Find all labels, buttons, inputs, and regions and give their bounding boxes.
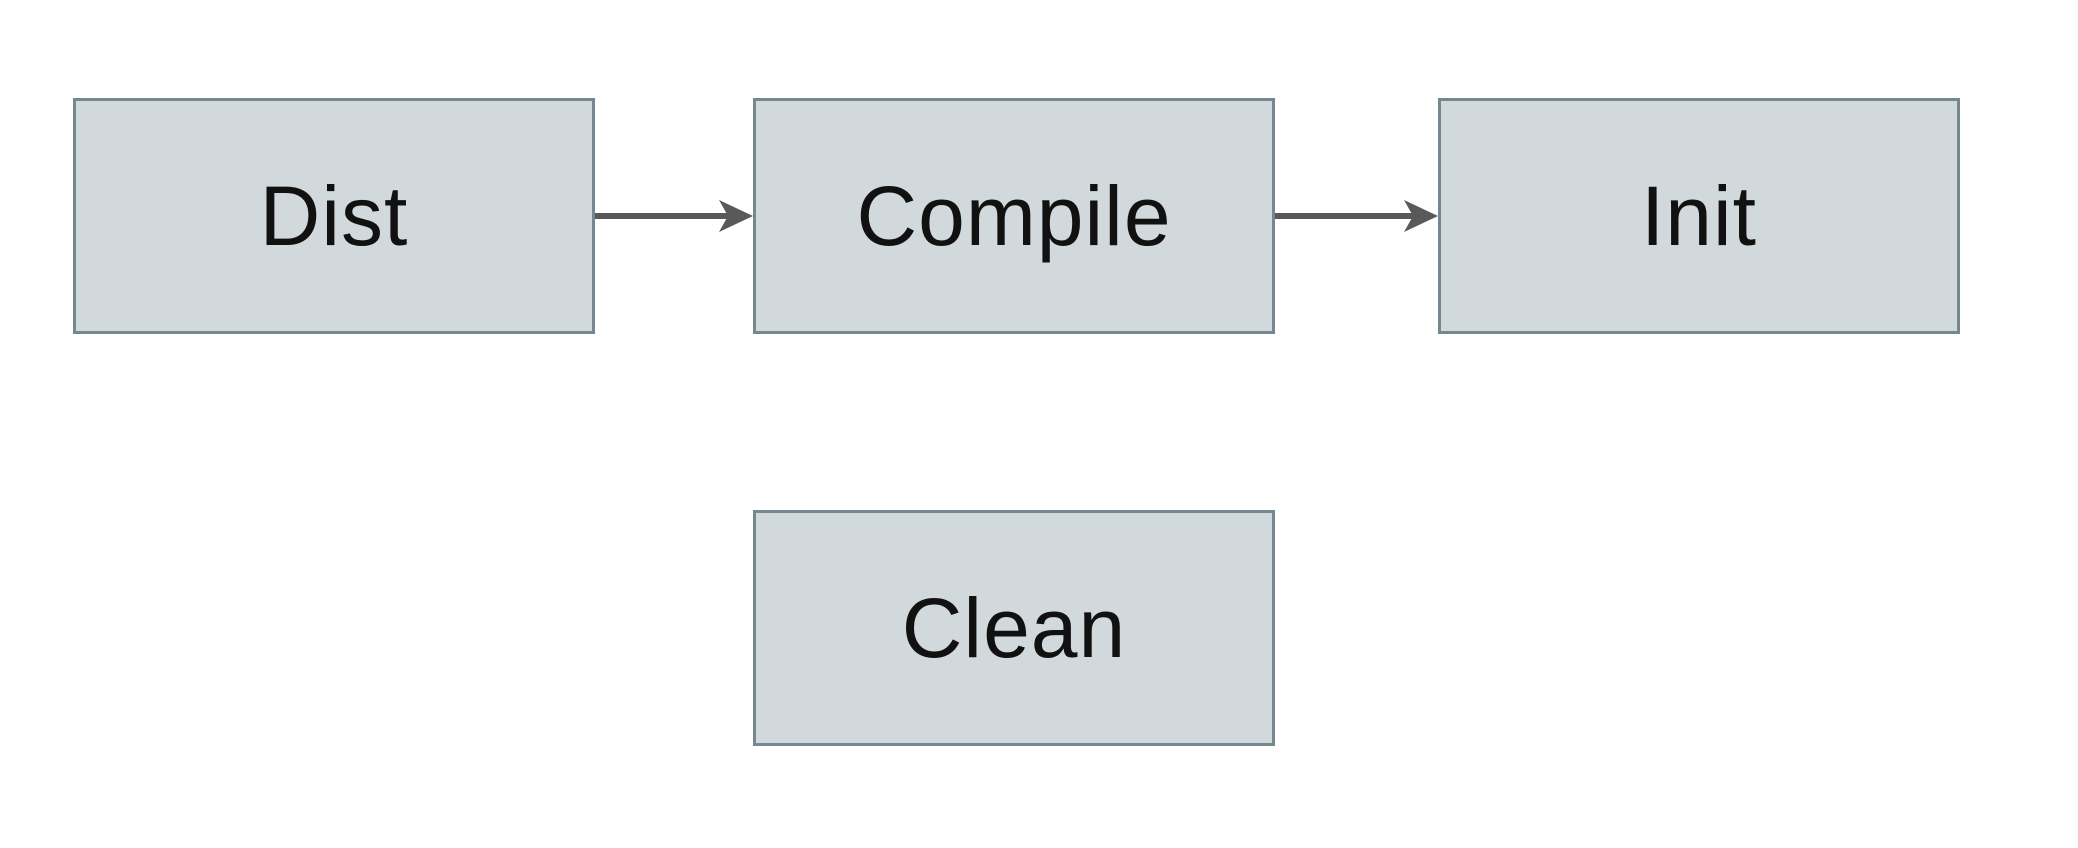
- arrow-compile-to-init: [1275, 200, 1438, 232]
- node-init-label: Init: [1640, 168, 1758, 263]
- node-compile: Compile: [753, 98, 1275, 334]
- node-clean: Clean: [753, 510, 1275, 746]
- arrow-dist-to-compile: [595, 200, 753, 232]
- node-init: Init: [1438, 98, 1960, 334]
- node-dist-label: Dist: [259, 168, 409, 263]
- node-dist: Dist: [73, 98, 595, 334]
- node-compile-label: Compile: [856, 168, 1172, 263]
- node-clean-label: Clean: [901, 580, 1127, 675]
